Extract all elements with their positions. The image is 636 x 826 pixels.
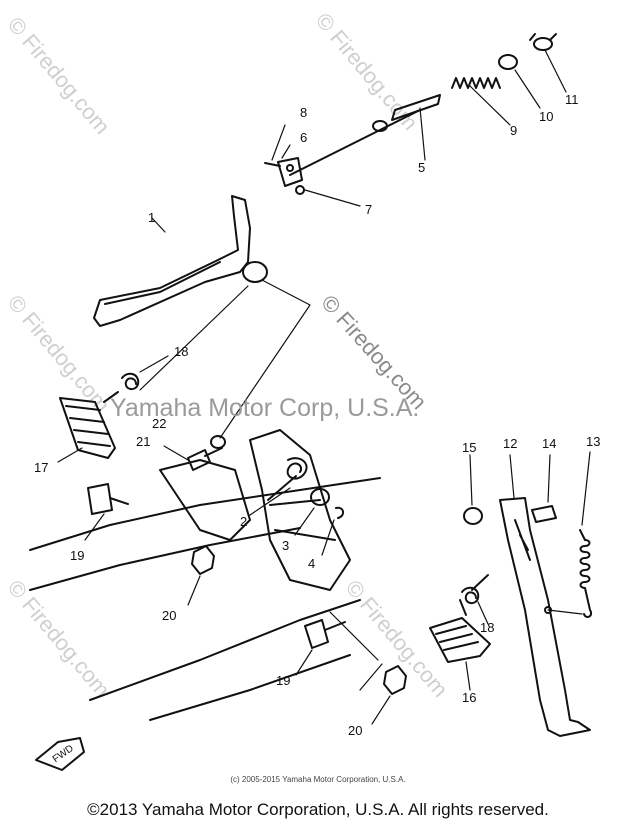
small-copyright: (c) 2005-2015 Yamaha Motor Corporation, … [230, 775, 406, 784]
callout-labels: 1 5 6 7 8 9 10 11 18 22 21 17 19 2 3 4 2… [34, 92, 600, 765]
callout-9: 9 [510, 123, 517, 138]
nut-20-right [383, 665, 407, 695]
bolt-19-right [304, 619, 346, 649]
clevis [277, 157, 303, 187]
fwd-arrow [35, 737, 85, 771]
callout-8: 8 [300, 105, 307, 120]
kick-lever-boss [242, 261, 268, 283]
frame-mount [249, 429, 351, 591]
callout-1: 1 [148, 210, 155, 225]
side-stand [499, 497, 591, 737]
nut-20-left [191, 545, 215, 575]
callout-16: 16 [462, 690, 476, 705]
callout-20-left: 20 [162, 608, 176, 623]
cable-rod [289, 109, 421, 176]
bolt-21 [187, 447, 223, 471]
callout-3: 3 [282, 538, 289, 553]
frame-tube-2 [29, 527, 301, 591]
footrest-right [429, 617, 491, 663]
spring-18-right [459, 574, 489, 616]
spring-13 [579, 529, 593, 618]
callout-12: 12 [503, 436, 517, 451]
callout-17: 17 [34, 460, 48, 475]
bolt-19-left [87, 483, 129, 515]
callout-19-left: 19 [70, 548, 84, 563]
frame-tube-4 [149, 654, 351, 721]
collar-10 [498, 54, 518, 70]
callout-14: 14 [542, 436, 556, 451]
callout-19-right: 19 [276, 673, 290, 688]
callout-20-right: 20 [348, 723, 362, 738]
callout-10: 10 [539, 109, 553, 124]
footrest-left [59, 397, 116, 459]
callout-22: 22 [152, 416, 166, 431]
callout-18-upper: 18 [174, 344, 188, 359]
callout-2: 2 [240, 514, 247, 529]
callout-5: 5 [418, 160, 425, 175]
frame-bracket [159, 459, 251, 541]
callout-4: 4 [308, 556, 315, 571]
bushing-15 [463, 507, 483, 525]
washer-3 [310, 488, 330, 506]
callout-7: 7 [365, 202, 372, 217]
copyright-notice: ©2013 Yamaha Motor Corporation, U.S.A. A… [87, 800, 549, 819]
adjuster-rod [391, 94, 441, 121]
callout-18-right: 18 [480, 620, 494, 635]
frame-tube-3 [89, 599, 361, 701]
spring-18-upper [121, 372, 140, 390]
watermark-brand: Yamaha Motor Corp, U.S.A. [110, 394, 420, 422]
clip-4 [335, 506, 344, 519]
frame-tube-1 [29, 477, 381, 551]
callout-15: 15 [462, 440, 476, 455]
callout-21: 21 [136, 434, 150, 449]
bolt-14 [531, 505, 557, 523]
callout-11: 11 [565, 92, 579, 107]
spring-2 [267, 457, 308, 501]
kick-lever [93, 195, 251, 327]
clip-11 [533, 37, 553, 51]
callout-6: 6 [300, 130, 307, 145]
callout-13: 13 [586, 434, 600, 449]
spring-9 [451, 77, 501, 89]
